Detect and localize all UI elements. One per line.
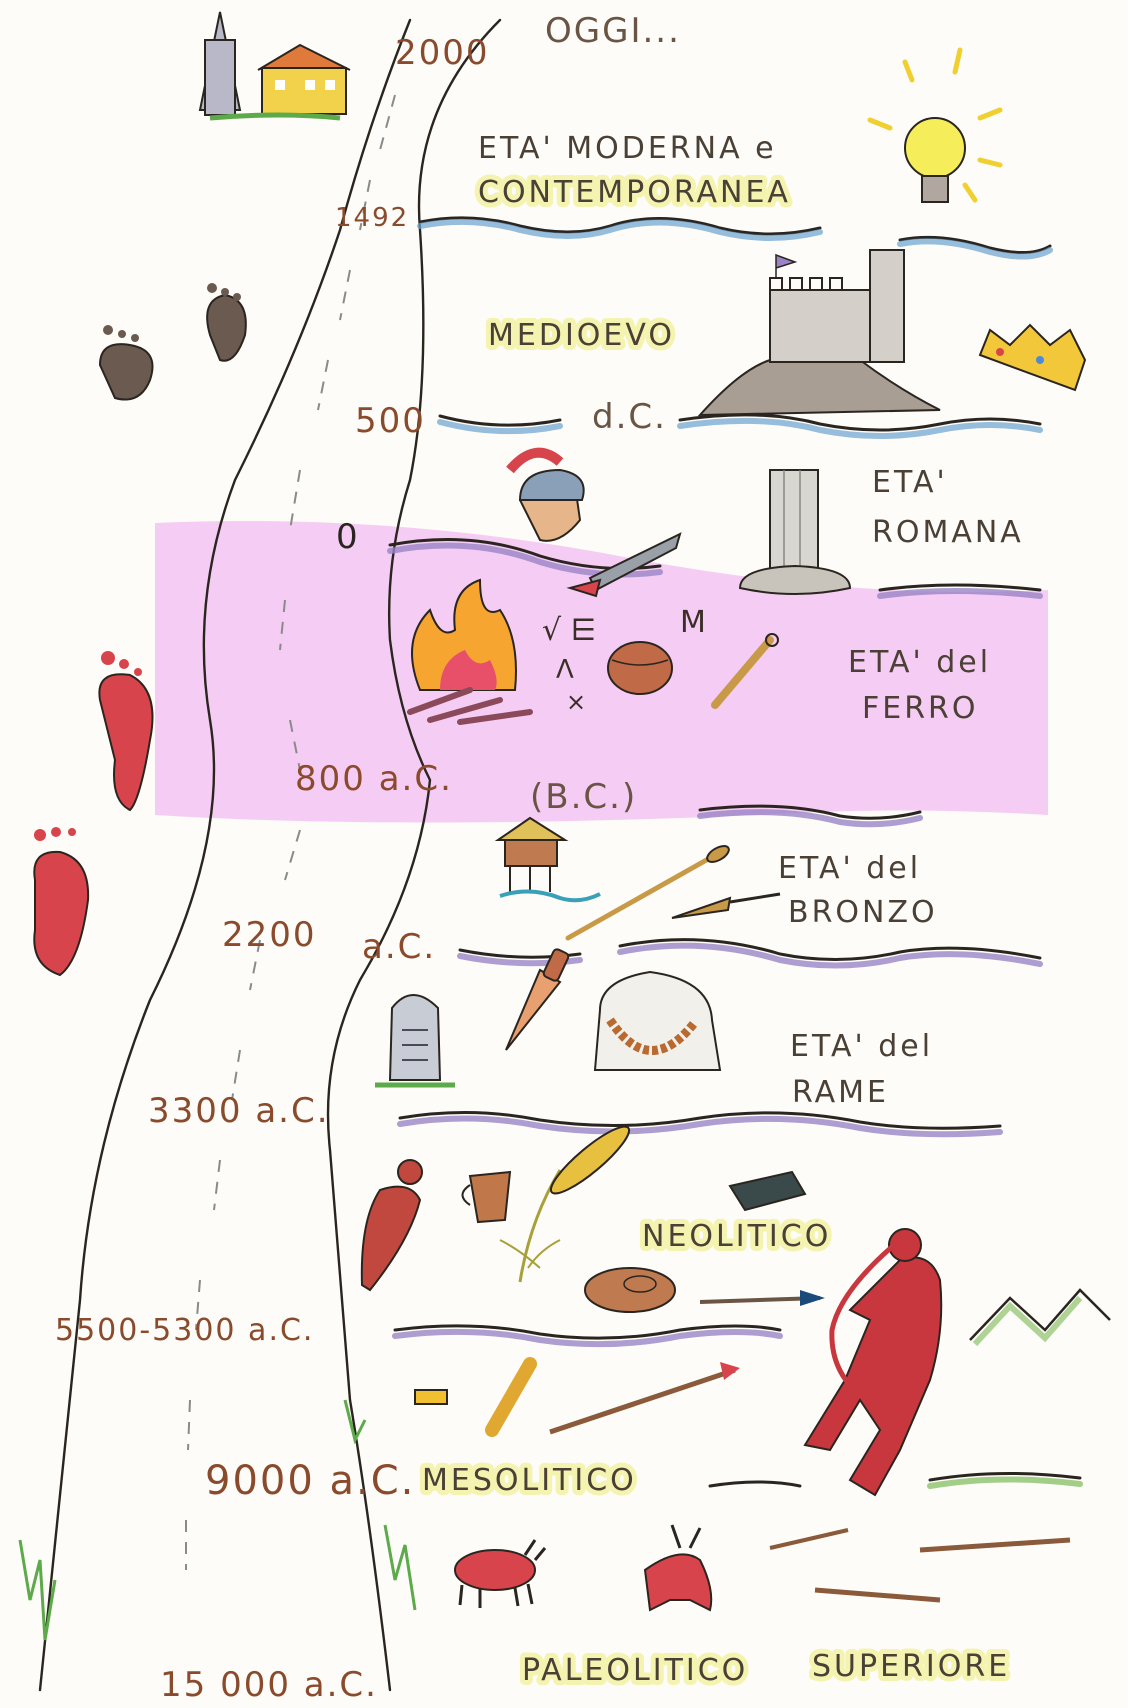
roman-helmet-icon [510, 453, 584, 541]
wheat-icon [500, 1119, 636, 1282]
era-medioevo: MEDIOEVO [488, 318, 675, 353]
bone-tool-icon [415, 1364, 530, 1430]
era-mesolitico: MESOLITICO [422, 1463, 637, 1498]
rune-symbols-3: × [566, 688, 586, 716]
date-2200: 2200 [222, 915, 317, 955]
deer-icon [645, 1525, 711, 1610]
date-9000: 9000 a.C. [205, 1458, 415, 1504]
archer-icon [805, 1229, 941, 1495]
era-romana-line1: ETA' [872, 465, 948, 500]
grass-decoration [20, 1400, 415, 1640]
stilt-house-icon [498, 818, 600, 900]
date-1492: 1492 [335, 203, 409, 233]
mountain-icon [970, 1290, 1110, 1344]
era-rame-line2: RAME [792, 1075, 889, 1110]
millstone-icon [585, 1268, 675, 1312]
era-ferro-line2: FERRO [862, 691, 979, 726]
era-romana-line2: ROMANA [872, 515, 1024, 550]
road [40, 20, 500, 1690]
date-2000: 2000 [395, 33, 490, 73]
cup-icon [463, 1172, 511, 1222]
crown-icon [980, 325, 1085, 390]
era-paleolitico: PALEOLITICO [522, 1653, 748, 1688]
stele-icon [375, 995, 455, 1085]
necklace-icon [595, 972, 720, 1070]
era-superiore: SUPERIORE [812, 1649, 1010, 1684]
castle-icon [700, 250, 940, 415]
era-moderna-line1: ETA' MODERNA e [478, 131, 777, 166]
date-800: 800 a.C. [295, 759, 453, 799]
vase-icon [362, 1160, 422, 1290]
era-moderna-line2: CONTEMPORANEA [478, 175, 791, 210]
pot-icon [608, 642, 672, 694]
era-neolitico: NEOLITICO [642, 1219, 831, 1254]
era-bronzo-line2: BRONZO [788, 895, 938, 930]
date-0: 0 [336, 517, 360, 557]
date-15000: 15 000 a.C. [160, 1665, 378, 1705]
date-2200-ac: a.C. [362, 927, 436, 967]
rune-symbols-2: Λ [556, 655, 574, 685]
era-bronzo-line1: ETA' del [778, 851, 921, 886]
rune-m: M [680, 605, 706, 640]
era-ferro-line1: ETA' del [848, 645, 991, 680]
spear-icon [568, 843, 731, 938]
date-500: 500 [355, 401, 426, 441]
date-5500: 5500-5300 a.C. [55, 1313, 314, 1348]
tower-icon [200, 12, 240, 115]
today-label: OGGI... [545, 11, 681, 51]
bull-icon [455, 1540, 545, 1608]
arrowhead-icon [672, 894, 780, 918]
dc-label: d.C. [592, 397, 667, 437]
stone-icon [730, 1172, 805, 1210]
lightbulb-icon [870, 50, 1000, 202]
bc-label: (B.C.) [530, 777, 637, 817]
era-rame-line1: ETA' del [790, 1029, 933, 1064]
column-icon [740, 470, 850, 594]
rune-symbols-1: √ ⋿ [542, 613, 597, 648]
date-3300: 3300 a.C. [148, 1091, 330, 1131]
